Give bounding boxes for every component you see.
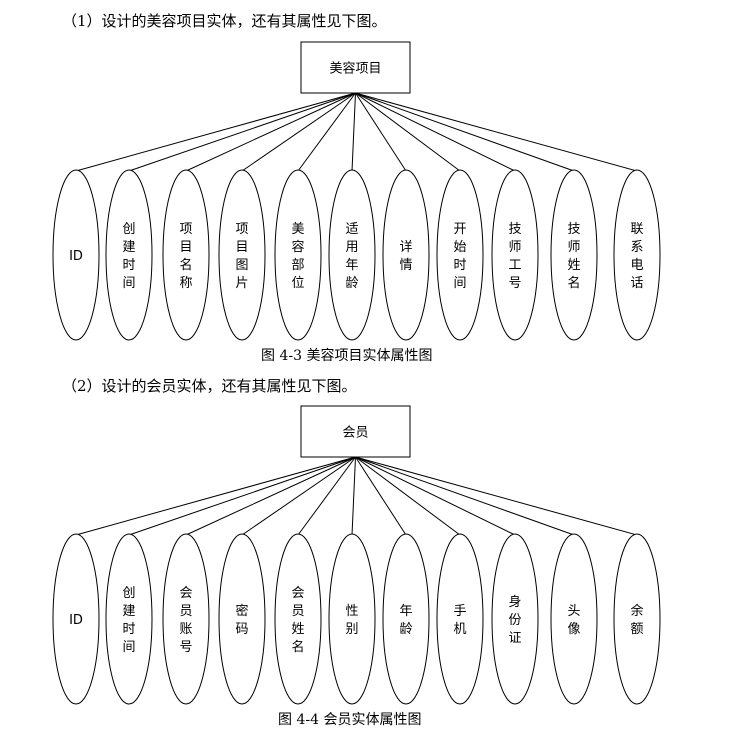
attribute-connector [355, 92, 516, 172]
section-1-heading: （1）设计的美容项目实体，还有其属性见下图。 [62, 12, 387, 30]
attribute-node: 项目名称 [162, 169, 210, 341]
attribute-label: 会员姓名 [291, 586, 304, 655]
attribute-connector [241, 456, 356, 536]
attribute-node: 余额 [613, 533, 661, 705]
attribute-label: ID [69, 249, 83, 264]
attribute-connector [351, 456, 356, 536]
attribute-node: 会员姓名 [274, 533, 322, 705]
attribute-node: 创建时间 [105, 169, 153, 341]
member-entity-diagram: 会员 ID 创建时间 会员账号 密码 会员姓名 性别 年龄 手机 身份证 头像 余额 [52, 405, 661, 705]
entity-name: 美容项目 [329, 61, 381, 77]
attribute-connector [128, 456, 356, 536]
attribute-node: 美容部位 [274, 169, 322, 341]
attribute-connector [185, 456, 356, 536]
attribute-label: 密码 [235, 603, 248, 637]
attribute-label: 会员账号 [179, 586, 192, 655]
attribute-node: 创建时间 [105, 533, 153, 705]
attribute-label: 美容部位 [291, 222, 304, 291]
attribute-connector [355, 456, 461, 536]
attribute-node: 详情 [382, 169, 430, 341]
attribute-node: ID [52, 533, 100, 705]
entity-name: 会员 [342, 426, 368, 441]
attribute-connector [355, 456, 638, 536]
attribute-connector [351, 92, 356, 172]
attribute-connector [355, 92, 407, 172]
attribute-label: 技师工号 [508, 222, 521, 291]
figure-4-3-caption: 图 4-3 美容项目实体属性图 [261, 348, 433, 364]
attribute-connector [241, 92, 356, 172]
attribute-label: 联系电话 [630, 222, 643, 291]
beauty-project-entity-diagram: 美容项目 ID 创建时间 项目名称 项目图片 美容部位 适用年龄 详情 开始时间 技师工号 技师姓名… [52, 41, 661, 341]
attribute-node: 手机 [436, 533, 484, 705]
attribute-node: 年龄 [382, 533, 430, 705]
attribute-label: 项目名称 [179, 222, 192, 291]
attribute-label: 余额 [630, 603, 643, 637]
attribute-connector [355, 456, 575, 536]
attribute-node: 技师工号 [491, 169, 539, 341]
attribute-connector [355, 456, 516, 536]
attribute-label: 创建时间 [122, 586, 135, 655]
attribute-node: 头像 [550, 533, 598, 705]
section-2-heading: （2）设计的会员实体，还有其属性见下图。 [62, 377, 357, 395]
attribute-label: 项目图片 [235, 222, 248, 291]
attribute-connector [355, 92, 638, 172]
entity-box: 美容项目 [300, 41, 411, 94]
attribute-label: 性别 [345, 604, 358, 637]
attribute-node: 适用年龄 [328, 169, 376, 341]
attribute-connector [355, 456, 407, 536]
attribute-connector [355, 92, 461, 172]
attribute-label: ID [69, 613, 83, 628]
attribute-connector [128, 92, 356, 172]
attribute-label: 头像 [567, 604, 580, 637]
attribute-connector [355, 92, 575, 172]
attribute-label: 身份证 [508, 594, 521, 646]
attribute-node: 性别 [328, 533, 376, 705]
attribute-label: 适用年龄 [345, 222, 358, 291]
attribute-connector [75, 456, 356, 536]
attribute-node: 技师姓名 [550, 169, 598, 341]
attribute-connector [185, 92, 356, 172]
attribute-label: 技师姓名 [567, 222, 580, 291]
attribute-label: 手机 [453, 604, 466, 637]
attribute-label: 年龄 [399, 604, 412, 637]
attribute-connector [75, 92, 356, 172]
attribute-label: 创建时间 [122, 222, 135, 291]
attribute-connector [297, 92, 356, 172]
figure-4-4-caption: 图 4-4 会员实体属性图 [278, 712, 422, 728]
attribute-node: 项目图片 [218, 169, 266, 341]
attribute-connector [297, 456, 356, 536]
attribute-node: 密码 [218, 533, 266, 705]
attribute-label: 详情 [399, 240, 412, 273]
attribute-label: 开始时间 [453, 222, 466, 291]
attribute-node: 联系电话 [613, 169, 661, 341]
attribute-node: 开始时间 [436, 169, 484, 341]
attribute-node: 会员账号 [162, 533, 210, 705]
attribute-node: 身份证 [491, 533, 539, 705]
entity-box: 会员 [300, 405, 411, 458]
attribute-node: ID [52, 169, 100, 341]
